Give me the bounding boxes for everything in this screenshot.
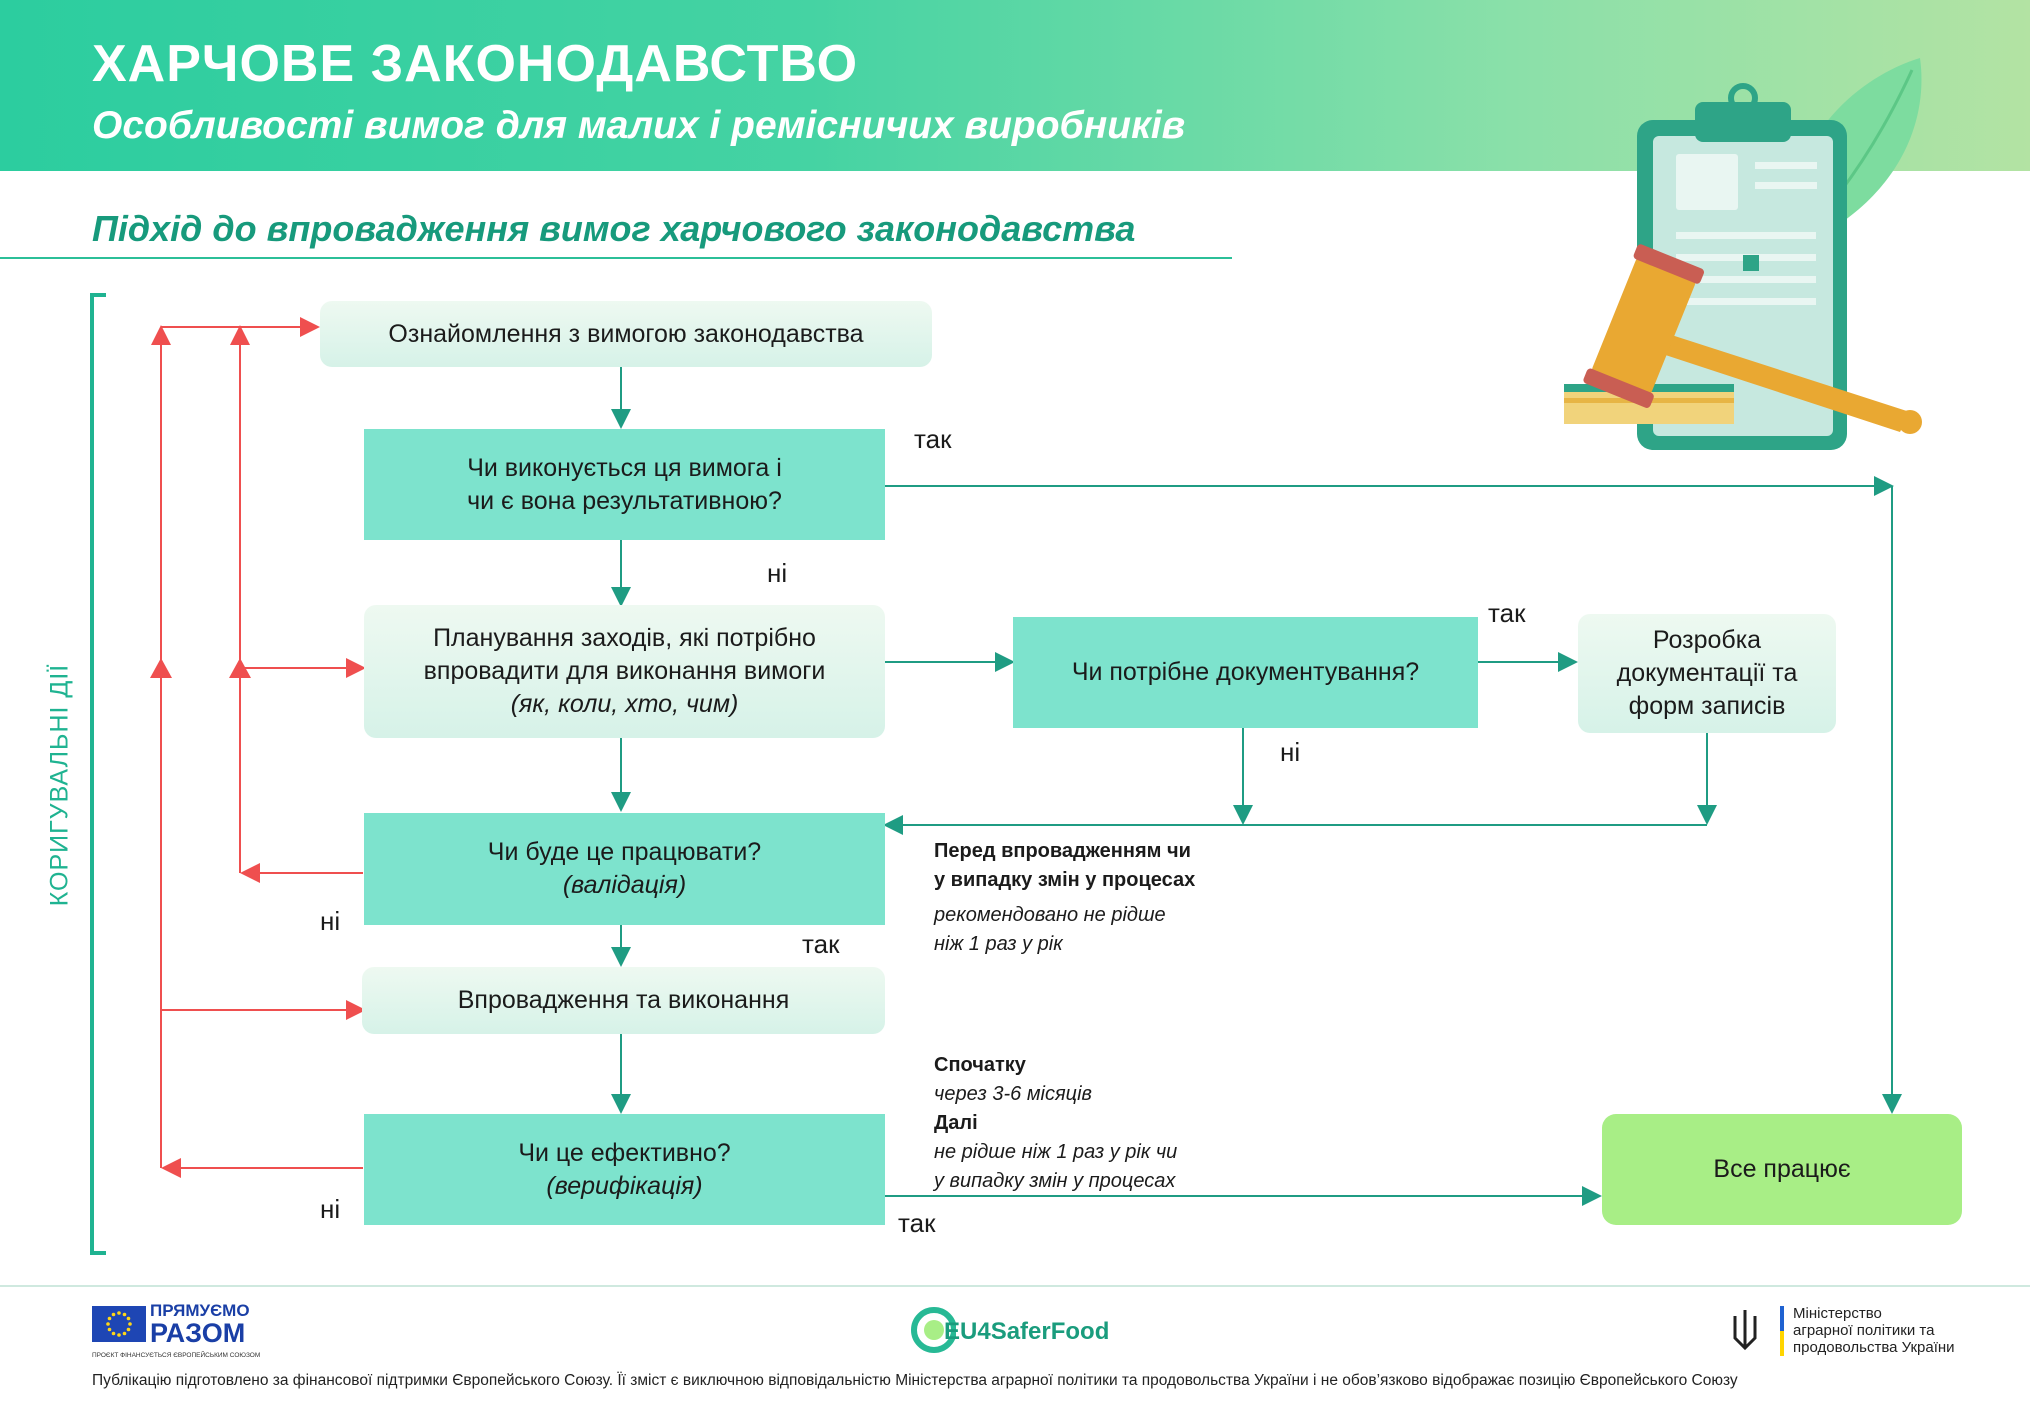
- question-fulfilled-line2: чи є вона результативною?: [467, 486, 782, 515]
- implementation-text: Впровадження та виконання: [457, 986, 790, 1014]
- box-implementation: Впровадження та виконання: [362, 967, 885, 1034]
- box-documentation: Розробка документації та форм записів: [1578, 614, 1836, 733]
- ministry-line1: Міністерство: [1793, 1305, 1882, 1322]
- label-no-qeff: ні: [320, 1194, 341, 1224]
- note-validation-italic-1: рекомендовано не рідше: [934, 904, 1166, 926]
- note-verification-italic-2: не рідше ніж 1 раз у рік чи: [934, 1141, 1178, 1163]
- box-all-works: Все працює: [1602, 1114, 1962, 1225]
- question-fulfilled-line1: Чи виконується ця вимога і: [467, 453, 782, 482]
- planning-line3: (як, коли, хто, чим): [510, 690, 739, 718]
- label-yes-qdoc: так: [1488, 598, 1526, 628]
- footer-disclaimer: Публікацію підготовлено за фінансової пі…: [92, 1372, 1738, 1389]
- familiarization-text: Ознайомлення з вимогою законодавства: [388, 319, 864, 348]
- ministry-name: Міністерство аграрної політики та продов…: [1793, 1305, 1955, 1356]
- note-verification-italic-3: у випадку змін у процесах: [934, 1170, 1176, 1192]
- note-verification-italic-1: через 3-6 місяців: [934, 1083, 1092, 1105]
- note-validation: Перед впровадженням чи у випадку змін у …: [934, 837, 1195, 959]
- page-title: ХАРЧОВЕ ЗАКОНОДАВСТВО: [92, 35, 859, 93]
- ministry-line3: продовольства України: [1793, 1339, 1955, 1356]
- clipboard-gavel-illustration: [1564, 58, 1922, 450]
- question-verification-line1: Чи це ефективно?: [518, 1138, 731, 1167]
- planning-line1: Планування заходів, які потрібно: [433, 624, 816, 652]
- eu-brand-caption: ПРОЄКТ ФІНАНСУЄТЬСЯ ЄВРОПЕЙСЬКИМ СОЮЗОМ: [92, 1352, 261, 1359]
- question-documentation-text: Чи потрібне документування?: [1071, 658, 1420, 686]
- all-works-text: Все працює: [1713, 1155, 1851, 1183]
- label-no-q1: ні: [767, 558, 788, 588]
- note-verification-bold-1: Спочатку: [934, 1054, 1026, 1076]
- note-validation-bold-2: у випадку змін у процесах: [934, 869, 1196, 891]
- ministry-line2: аграрної політики та: [1793, 1322, 1935, 1339]
- eu4saferfood-logo-text: EU4SaferFood: [944, 1318, 1110, 1345]
- note-validation-bold-1: Перед впровадженням чи: [934, 840, 1191, 862]
- label-no-qwork: ні: [320, 906, 341, 936]
- documentation-line2: документації та: [1616, 659, 1798, 687]
- question-validation-line1: Чи буде це працювати?: [487, 838, 762, 866]
- label-yes-q1: так: [914, 424, 952, 454]
- ministry-stripe: [1780, 1306, 1784, 1356]
- corrective-bracket: [90, 293, 106, 1255]
- documentation-line3: форм записів: [1628, 692, 1786, 720]
- page-subtitle: Особливості вимог для малих і ремісничих…: [92, 104, 1186, 147]
- eu-brand-line1: ПРЯМУЄМО: [150, 1301, 250, 1320]
- label-yes-qwork: так: [802, 929, 840, 959]
- note-verification: Спочатку через 3-6 місяців Далі не рідше…: [934, 1051, 1177, 1196]
- section-underline: [0, 257, 1232, 259]
- eu-flag-icon: [92, 1306, 146, 1342]
- note-validation-italic-2: ніж 1 раз у рік: [934, 933, 1063, 955]
- box-question-validation: Чи буде це працювати? (валідація): [364, 813, 885, 925]
- note-verification-bold-2: Далі: [934, 1112, 978, 1134]
- eu-brand-line2: РАЗОМ: [150, 1318, 246, 1348]
- question-validation-line2: (валідація): [562, 871, 687, 899]
- documentation-line1: Розробка: [1652, 626, 1762, 654]
- footer-divider: [0, 1285, 2030, 1287]
- question-verification-line2: (верифікація): [546, 1171, 703, 1200]
- box-question-fulfilled: Чи виконується ця вимога і чи є вона рез…: [364, 429, 885, 540]
- section-title: Підхід до впровадження вимог харчового з…: [92, 208, 1136, 249]
- box-familiarization: Ознайомлення з вимогою законодавства: [320, 301, 932, 367]
- label-no-qdoc: ні: [1280, 737, 1301, 767]
- label-yes-qeff: так: [898, 1208, 936, 1238]
- trident-icon: [1733, 1310, 1757, 1351]
- corrective-actions-label: КОРИГУВАЛЬНІ ДІЇ: [45, 663, 74, 907]
- planning-line2: впровадити для виконання вимоги: [423, 657, 826, 685]
- box-question-verification: Чи це ефективно? (верифікація): [364, 1114, 885, 1225]
- box-planning: Планування заходів, які потрібно впровад…: [364, 605, 885, 738]
- eu4saferfood-logo-icon: [911, 1307, 956, 1353]
- box-question-documentation: Чи потрібне документування?: [1013, 617, 1478, 728]
